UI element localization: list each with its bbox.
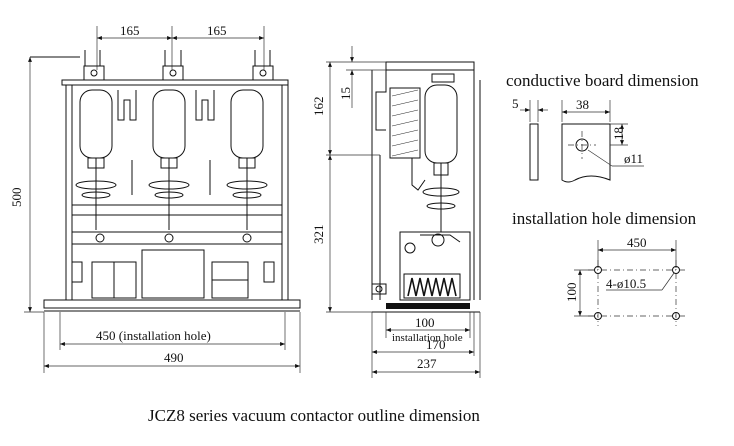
mount-hole-tr <box>672 266 680 274</box>
installation-hole-detail: installation hole dimension 450 100 4-ø1… <box>512 209 697 326</box>
installation-width-dim: 450 (installation hole) <box>96 328 211 343</box>
pattern-height-dim: 100 <box>564 283 579 303</box>
contact-springs <box>75 160 268 199</box>
mid-depth-dim: 170 <box>426 337 446 352</box>
height-dim: 500 <box>9 188 24 208</box>
pole-spacing-left-dim: 165 <box>120 23 140 38</box>
board-height-dim: 18 <box>611 127 626 140</box>
vacuum-interrupters <box>79 89 264 230</box>
board-width-dim: 38 <box>576 97 589 112</box>
upper-height-dim: 162 <box>311 97 326 117</box>
board-hole-dim: ø11 <box>624 151 643 166</box>
overall-width-dim: 490 <box>164 350 184 365</box>
front-view: 165 165 <box>9 23 301 373</box>
side-view: 162 321 15 100 installation hole 170 237 <box>311 46 481 378</box>
overall-depth-dim: 237 <box>417 356 437 371</box>
pole-spacing-right-dim: 165 <box>207 23 227 38</box>
pattern-holes-dim: 4-ø10.5 <box>606 276 646 291</box>
top-terminals <box>83 50 274 81</box>
top-offset-dim: 15 <box>338 87 353 100</box>
conductive-board-heading: conductive board dimension <box>506 71 699 90</box>
installation-hole-label: installation hole <box>392 332 463 344</box>
mount-hole-br <box>672 312 680 320</box>
lower-height-dim: 321 <box>311 225 326 245</box>
pattern-width-dim: 450 <box>627 235 647 250</box>
mount-hole-bl <box>594 312 602 320</box>
board-thickness-dim: 5 <box>512 96 519 111</box>
mount-hole-tl <box>594 266 602 274</box>
conductive-board-detail: conductive board dimension 5 38 18 ø11 <box>506 71 699 183</box>
drawing-caption: JCZ8 series vacuum contactor outline dim… <box>148 406 480 425</box>
installation-hole-heading: installation hole dimension <box>512 209 697 228</box>
installation-depth-dim: 100 <box>415 315 435 330</box>
